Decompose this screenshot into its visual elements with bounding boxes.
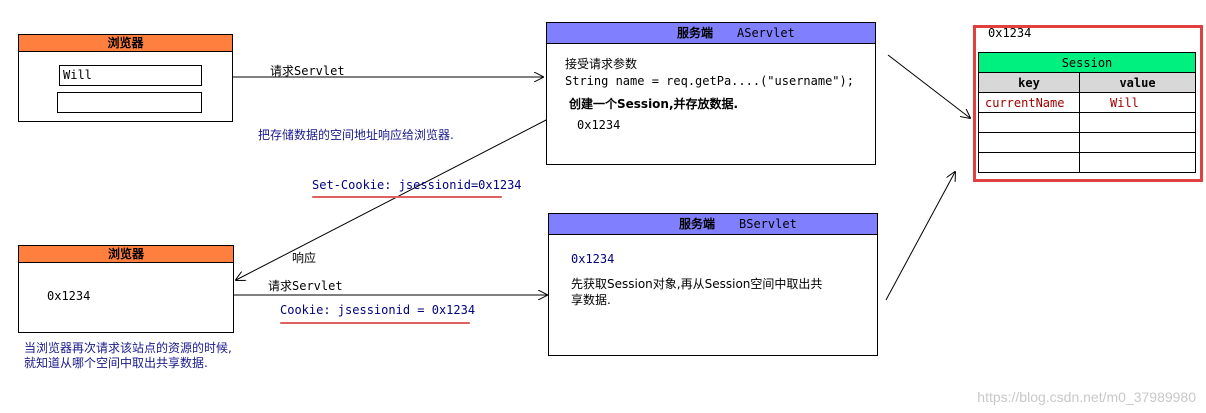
- table-row: [978, 152, 1196, 173]
- server-b-line1: 0x1234: [571, 252, 615, 266]
- server-a-line2: String name = req.getPa....("username");: [565, 74, 854, 88]
- session-table: Session key value currentName Will: [978, 52, 1196, 173]
- session-cell-key: [978, 112, 1080, 133]
- cookie-label: Cookie: jsessionid = 0x1234: [280, 303, 476, 317]
- request-label-top: 请求Servlet: [270, 64, 345, 78]
- session-cell-key: currentName: [978, 92, 1080, 113]
- session-cell-value: [1079, 152, 1196, 173]
- server-a-line3: 创建一个Session,并存放数据.: [569, 97, 739, 111]
- server-b-line3: 享数据.: [571, 293, 611, 307]
- table-row: [978, 112, 1196, 133]
- session-cell-value: [1079, 132, 1196, 153]
- server-b: 服务端 BServlet 0x1234 先获取Session对象,再从Sessi…: [548, 213, 878, 356]
- response-label: 响应: [292, 251, 317, 265]
- session-col-value: value: [1079, 72, 1196, 93]
- session-cell-value: Will: [1079, 92, 1196, 113]
- request-label-bottom: 请求Servlet: [268, 279, 343, 293]
- cookie-underline: [280, 322, 470, 324]
- arrow-bservlet-to-session: [885, 172, 955, 301]
- server-b-title: 服务端: [679, 217, 716, 231]
- session-cell-value: [1079, 112, 1196, 133]
- arrow-response-to-browser: [236, 117, 551, 280]
- session-address: 0x1234: [988, 26, 1032, 40]
- second-input[interactable]: [57, 92, 202, 113]
- arrow-aservlet-to-session: [887, 54, 970, 118]
- browser-top-title: 浏览器: [19, 35, 232, 52]
- server-a-title: 服务端: [677, 26, 714, 40]
- set-cookie-label: Set-Cookie: jsessionid=0x1234: [312, 178, 522, 192]
- browser-bottom-title: 浏览器: [19, 246, 233, 263]
- server-b-header: 服务端 BServlet: [549, 214, 877, 235]
- response-note: 把存储数据的空间地址响应给浏览器.: [258, 128, 454, 142]
- watermark: https://blog.csdn.net/m0_37989980: [977, 389, 1196, 405]
- session-col-key: key: [978, 72, 1080, 93]
- session-cell-key: [978, 132, 1080, 153]
- table-row: currentName Will: [978, 92, 1196, 113]
- session-table-title: Session: [978, 52, 1196, 73]
- server-a-line4: 0x1234: [577, 118, 621, 132]
- server-b-line2: 先获取Session对象,再从Session空间中取出共: [571, 277, 823, 291]
- browser-bottom-content: 0x1234: [47, 289, 91, 303]
- table-row: [978, 132, 1196, 153]
- browser-bottom: 浏览器 0x1234: [18, 245, 234, 333]
- server-a: 服务端 AServlet 接受请求参数 String name = req.ge…: [546, 22, 876, 165]
- browser-top: 浏览器 Will: [18, 34, 233, 122]
- session-cell-key: [978, 152, 1080, 173]
- session-container: [973, 25, 1203, 182]
- server-a-servlet: AServlet: [737, 26, 795, 40]
- set-cookie-underline: [312, 196, 502, 198]
- server-a-header: 服务端 AServlet: [547, 23, 875, 44]
- bottom-note-line1: 当浏览器再次请求该站点的资源的时候,: [24, 341, 232, 355]
- server-b-servlet: BServlet: [739, 217, 797, 231]
- server-a-line1: 接受请求参数: [565, 57, 638, 71]
- bottom-note-line2: 就知道从哪个空间中取出共享数据.: [24, 356, 208, 370]
- username-input[interactable]: Will: [59, 65, 202, 86]
